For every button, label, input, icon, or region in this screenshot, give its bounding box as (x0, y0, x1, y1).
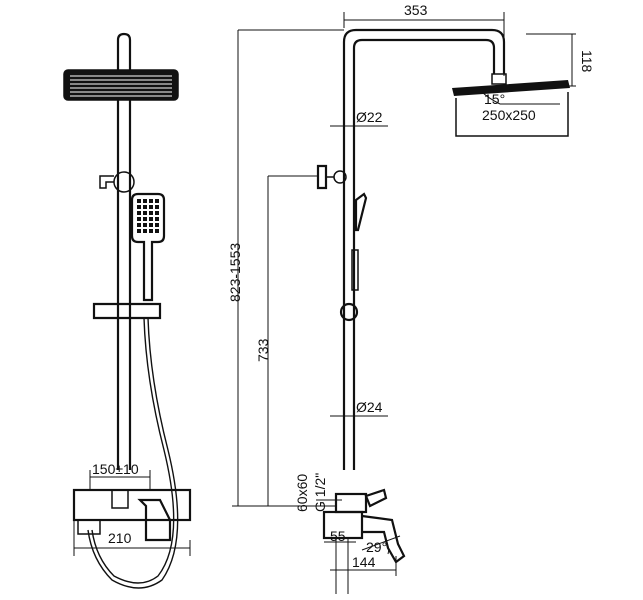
mixer-offset-label: 55 (330, 528, 346, 544)
side-view: 353 118 15° 250x250 Ø22 (294, 2, 595, 594)
head-angle-label: 15° (484, 91, 505, 107)
top-pipe-diameter-label: Ø22 (356, 109, 383, 125)
side-hand-shower (354, 192, 368, 232)
spout-angle-label: 29° (366, 539, 387, 555)
dim-spout-angle: 29° (361, 535, 401, 555)
front-slider-holder (92, 302, 162, 320)
dim-centers: 60x60 G 1/2" (294, 473, 342, 512)
centers-label: 60x60 (294, 474, 310, 512)
front-diverter (99, 171, 135, 193)
dim-head: 15° 250x250 (481, 91, 560, 123)
side-diverter (316, 164, 347, 190)
dim-top-pipe: Ø22 (330, 109, 388, 132)
thread-label: G 1/2" (312, 473, 328, 512)
front-hose (87, 317, 179, 589)
side-rain-head (452, 73, 570, 137)
dim-head-drop: 118 (526, 33, 595, 87)
front-mixer (72, 488, 192, 542)
side-slider-rail (351, 249, 359, 291)
front-hand-shower (130, 192, 166, 302)
front-rain-head (63, 69, 179, 101)
dim-arm-reach: 353 (343, 2, 505, 76)
dim-inlet-centers: 150±10 (89, 461, 151, 490)
dim-holder-height: 733 (255, 175, 318, 506)
spout-length-label: 144 (352, 554, 376, 570)
total-height-label: 823-1553 (227, 243, 243, 302)
dim-bottom-pipe: Ø24 (330, 399, 388, 422)
mixer-width-label: 210 (108, 530, 132, 546)
side-mixer (322, 488, 406, 594)
dim-total-height: 823-1553 (227, 29, 344, 507)
dim-spout-length: 144 (330, 554, 397, 576)
dim-mixer-offset: 55 (324, 528, 356, 544)
inlet-centers-label: 150±10 (92, 461, 139, 477)
side-slider-knob (339, 302, 359, 322)
side-riser-pipe (342, 28, 506, 470)
front-riser-pipe (116, 32, 132, 470)
bottom-pipe-diameter-label: Ø24 (356, 399, 383, 415)
arm-reach-label: 353 (404, 2, 428, 18)
holder-height-label: 733 (255, 338, 271, 362)
front-view: 150±10 210 (63, 32, 192, 589)
head-size-label: 250x250 (482, 107, 536, 123)
dim-mixer-width: 210 (73, 520, 191, 556)
head-drop-label: 118 (579, 50, 595, 73)
